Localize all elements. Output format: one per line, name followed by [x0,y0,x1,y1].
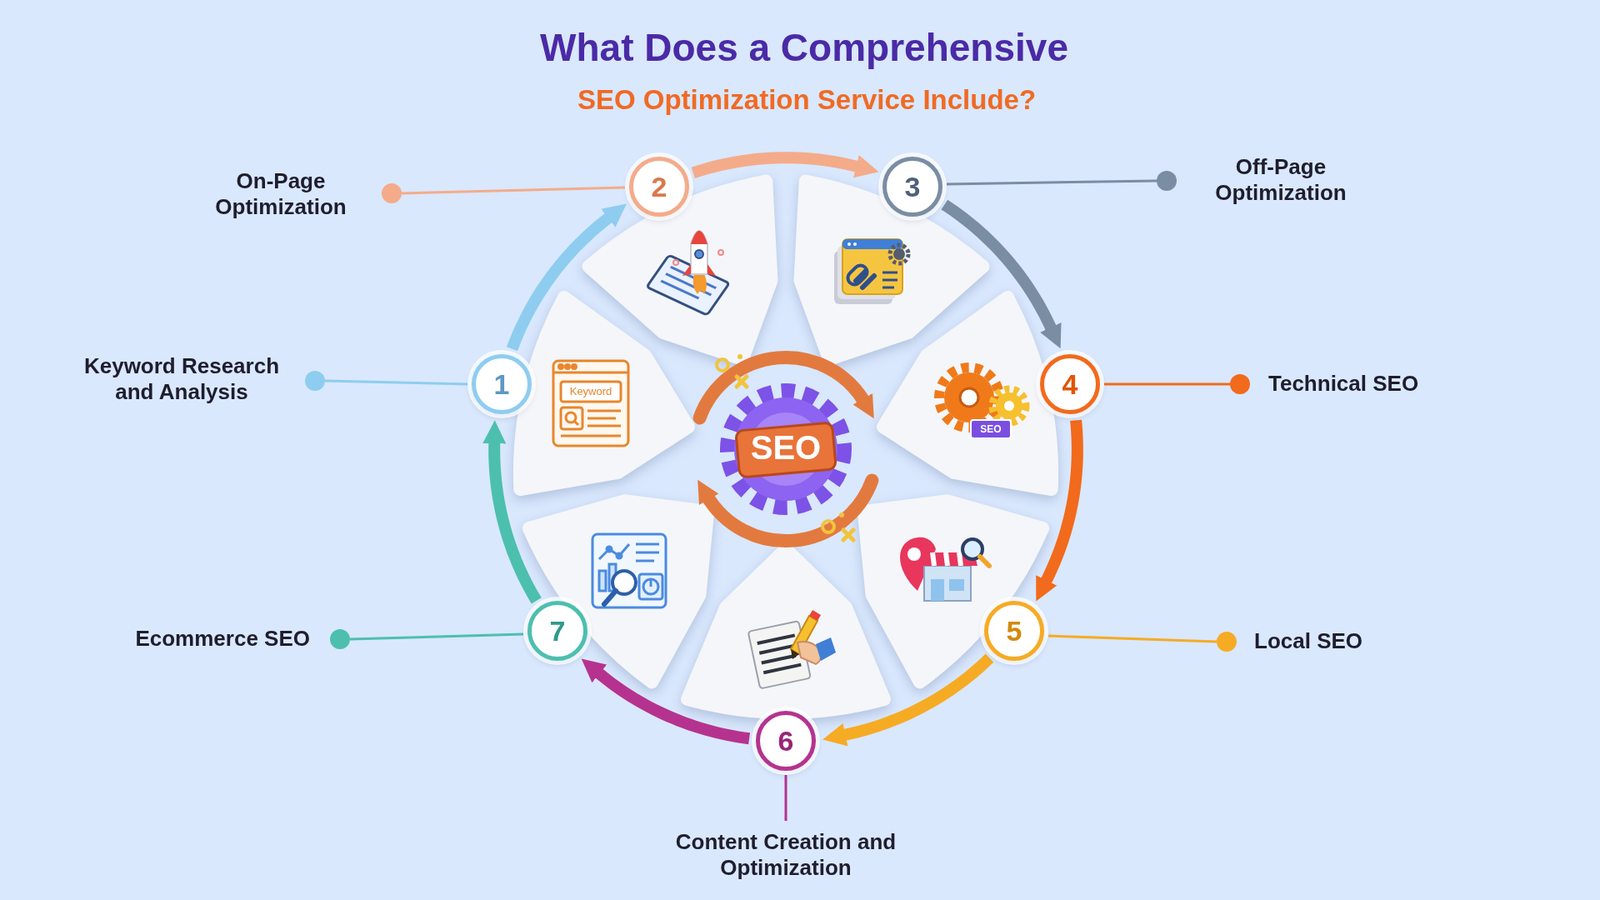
step-number-circle: 4 [1040,354,1100,415]
leader-lines [305,170,1250,821]
step-label: Ecommerce SEO [135,625,310,652]
cycle-arrow [944,205,1051,330]
step-label: Off-Page Optimization [1193,154,1369,206]
callout-number: 4 [1062,370,1079,399]
step-label: Keyword Research and Analysis [69,353,295,405]
step-number-circle: 7 [527,600,588,661]
cycle-arrow [1045,420,1078,582]
cycle-arrow [693,157,859,173]
title: What Does a Comprehensive [540,25,1069,71]
step-label: Local SEO [1254,628,1363,655]
step-number-circle: 2 [629,156,690,217]
step-label: Content Creation and Optimization [669,829,903,881]
callout-number: 1 [494,370,510,399]
step-number-circle: 1 [471,354,532,415]
callout-number: 7 [550,616,566,645]
segment-panels [507,169,1065,713]
subtitle: SEO Optimization Service Include? [577,83,1036,117]
step-label: Technical SEO [1268,370,1419,397]
cycle-arrow [844,658,990,735]
callout-number: 3 [905,172,921,201]
local-shop-icon [900,537,990,601]
gears-icon [939,367,1026,439]
step-number-circle: 5 [984,600,1045,661]
rocket-icon [646,230,730,315]
icon-text: Keyword [570,385,613,399]
cycle-arrow [511,217,610,350]
analytics-icon [592,534,666,608]
step-number-circle: 3 [882,156,943,217]
callout-number: 6 [778,726,795,755]
callout-number: 2 [651,172,668,201]
writing-icon [748,610,836,689]
backlink-icon [834,239,909,305]
seo-gear [700,354,873,541]
seo-badge-text: SEO [750,427,821,468]
callout-number: 5 [1006,616,1023,645]
icon-text: SEO [980,423,1001,435]
step-number-circle: 6 [755,710,816,771]
cycle-arrow [494,441,537,601]
step-label: On-Page Optimization [193,168,369,220]
keyword-icon [553,360,629,446]
cycle-arrow [598,672,750,739]
